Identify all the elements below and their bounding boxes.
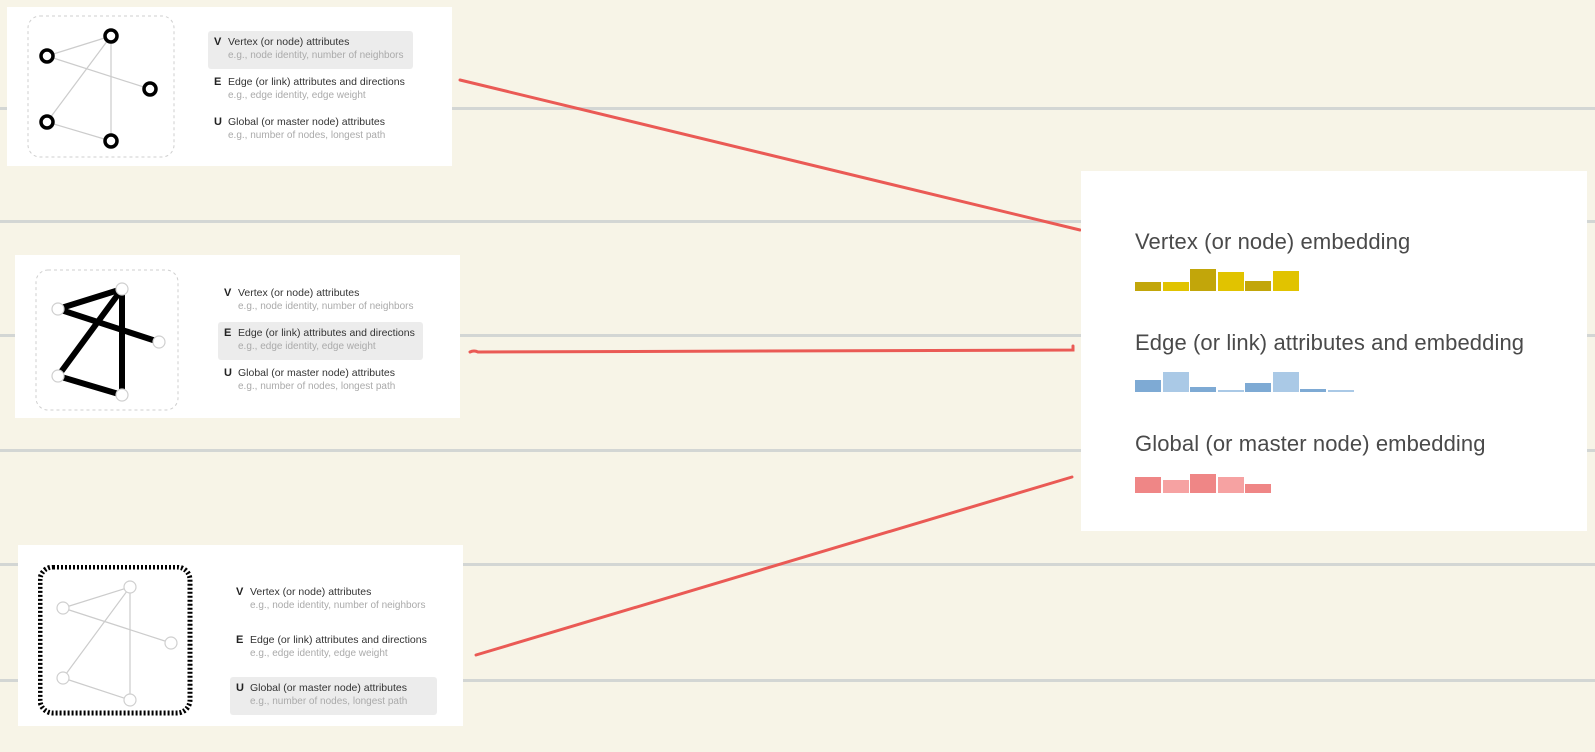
- embedding-bar: [1327, 390, 1354, 392]
- embedding-bar: [1217, 272, 1244, 291]
- embedding-bar: [1162, 480, 1189, 493]
- attribute-example: e.g., edge identity, edge weight: [228, 90, 366, 101]
- connector-vertex: [458, 78, 1082, 232]
- graph-diagram: [38, 565, 193, 716]
- attribute-letter: E: [214, 76, 222, 88]
- attribute-letter: E: [236, 634, 244, 646]
- attribute-example: e.g., node identity, number of neighbors: [228, 50, 404, 61]
- node: [123, 580, 137, 594]
- attribute-list: V Vertex (or node) attributes e.g., node…: [218, 282, 423, 402]
- background-rule: [0, 220, 1595, 223]
- embedding-bars: [1135, 263, 1410, 291]
- attribute-row-vertex: V Vertex (or node) attributes e.g., node…: [218, 282, 423, 320]
- attribute-letter: E: [224, 327, 232, 339]
- connector-edge: [468, 344, 1075, 354]
- attribute-letter: U: [224, 367, 232, 379]
- embedding-bar: [1190, 474, 1216, 493]
- background-rule: [0, 563, 1595, 566]
- attribute-letter: U: [214, 116, 222, 128]
- embedding-label: Global (or master node) embedding: [1135, 431, 1486, 456]
- embedding-bar: [1135, 477, 1161, 493]
- attribute-letter: U: [236, 682, 244, 694]
- attribute-row-global: U Global (or master node) attributes e.g…: [208, 111, 413, 149]
- embedding-vertex: Vertex (or node) embedding: [1135, 229, 1410, 291]
- background-rule: [0, 679, 1595, 682]
- attribute-letter: V: [224, 287, 232, 299]
- node: [103, 133, 119, 149]
- node: [123, 693, 137, 707]
- embedding-bar: [1135, 282, 1161, 291]
- graph-panel-global: V Vertex (or node) attributes e.g., node…: [18, 545, 463, 726]
- node: [39, 48, 55, 64]
- node: [51, 369, 65, 383]
- background-rule: [0, 334, 1595, 337]
- attribute-letter: V: [214, 36, 222, 48]
- embedding-bar: [1245, 484, 1271, 493]
- embedding-bar: [1300, 389, 1326, 392]
- embedding-bar: [1245, 281, 1271, 291]
- embedding-bar: [1162, 282, 1189, 291]
- attribute-example: e.g., edge identity, edge weight: [238, 341, 376, 352]
- attribute-title: Global (or master node) attributes: [228, 116, 385, 128]
- attribute-example: e.g., number of nodes, longest path: [228, 130, 386, 141]
- attribute-row-edge: E Edge (or link) attributes and directio…: [208, 71, 413, 109]
- embedding-edge: Edge (or link) attributes and embedding: [1135, 330, 1524, 392]
- graph-panel-vertex: V Vertex (or node) attributes e.g., node…: [7, 7, 452, 166]
- embedding-bar: [1272, 372, 1299, 392]
- node: [103, 28, 119, 44]
- embedding-bar: [1135, 380, 1161, 392]
- background-rule: [0, 107, 1595, 110]
- attribute-row-global: U Global (or master node) attributes e.g…: [218, 362, 423, 400]
- node: [142, 81, 158, 97]
- embedding-label: Vertex (or node) embedding: [1135, 229, 1411, 254]
- embedding-bar: [1190, 269, 1216, 291]
- embedding-global: Global (or master node) embedding: [1135, 431, 1486, 493]
- attribute-title: Vertex (or node) attributes: [228, 36, 350, 48]
- attribute-example: e.g., node identity, number of neighbors: [238, 301, 414, 312]
- embedding-label: Edge (or link) attributes and embedding: [1135, 330, 1525, 355]
- attribute-title: Edge (or link) attributes and directions: [238, 327, 415, 339]
- attribute-example: e.g., number of nodes, longest path: [250, 696, 408, 707]
- embedding-bar: [1245, 383, 1271, 392]
- attribute-title: Vertex (or node) attributes: [238, 287, 360, 299]
- attribute-example: e.g., edge identity, edge weight: [250, 648, 388, 659]
- node: [39, 114, 55, 130]
- embedding-bars: [1135, 465, 1486, 493]
- attribute-title: Edge (or link) attributes and directions: [250, 634, 427, 646]
- attribute-row-edge: E Edge (or link) attributes and directio…: [218, 322, 423, 360]
- attribute-row-global: U Global (or master node) attributes e.g…: [230, 677, 438, 715]
- node: [152, 335, 166, 349]
- embedding-bars: [1135, 364, 1524, 392]
- attribute-title: Global (or master node) attributes: [250, 682, 407, 694]
- embedding-bar: [1217, 477, 1244, 493]
- graph-panel-edge: V Vertex (or node) attributes e.g., node…: [15, 255, 460, 418]
- node: [164, 636, 178, 650]
- node: [56, 671, 70, 685]
- attribute-title: Global (or master node) attributes: [238, 367, 395, 379]
- background-rule: [0, 449, 1595, 452]
- embedding-bar: [1217, 390, 1244, 392]
- embedding-panel: Vertex (or node) embedding Edge (or link…: [1081, 171, 1587, 531]
- attribute-row-vertex: V Vertex (or node) attributes e.g., node…: [230, 581, 437, 619]
- attribute-example: e.g., number of nodes, longest path: [238, 381, 396, 392]
- attribute-title: Vertex (or node) attributes: [250, 586, 372, 598]
- attribute-list: V Vertex (or node) attributes e.g., node…: [230, 581, 438, 717]
- embedding-bar: [1162, 372, 1189, 392]
- embedding-bar: [1272, 271, 1299, 291]
- node: [51, 302, 65, 316]
- attribute-row-vertex: V Vertex (or node) attributes e.g., node…: [208, 31, 413, 69]
- attribute-title: Edge (or link) attributes and directions: [228, 76, 405, 88]
- node: [56, 601, 70, 615]
- connector-global: [474, 475, 1074, 657]
- attribute-row-edge: E Edge (or link) attributes and directio…: [230, 629, 437, 667]
- node: [115, 388, 129, 402]
- embedding-bar: [1190, 387, 1216, 392]
- attribute-letter: V: [236, 586, 244, 598]
- graph-diagram: [35, 269, 179, 411]
- attribute-example: e.g., node identity, number of neighbors: [250, 600, 426, 611]
- node: [115, 282, 129, 296]
- attribute-list: V Vertex (or node) attributes e.g., node…: [208, 31, 413, 151]
- graph-diagram: [27, 15, 175, 158]
